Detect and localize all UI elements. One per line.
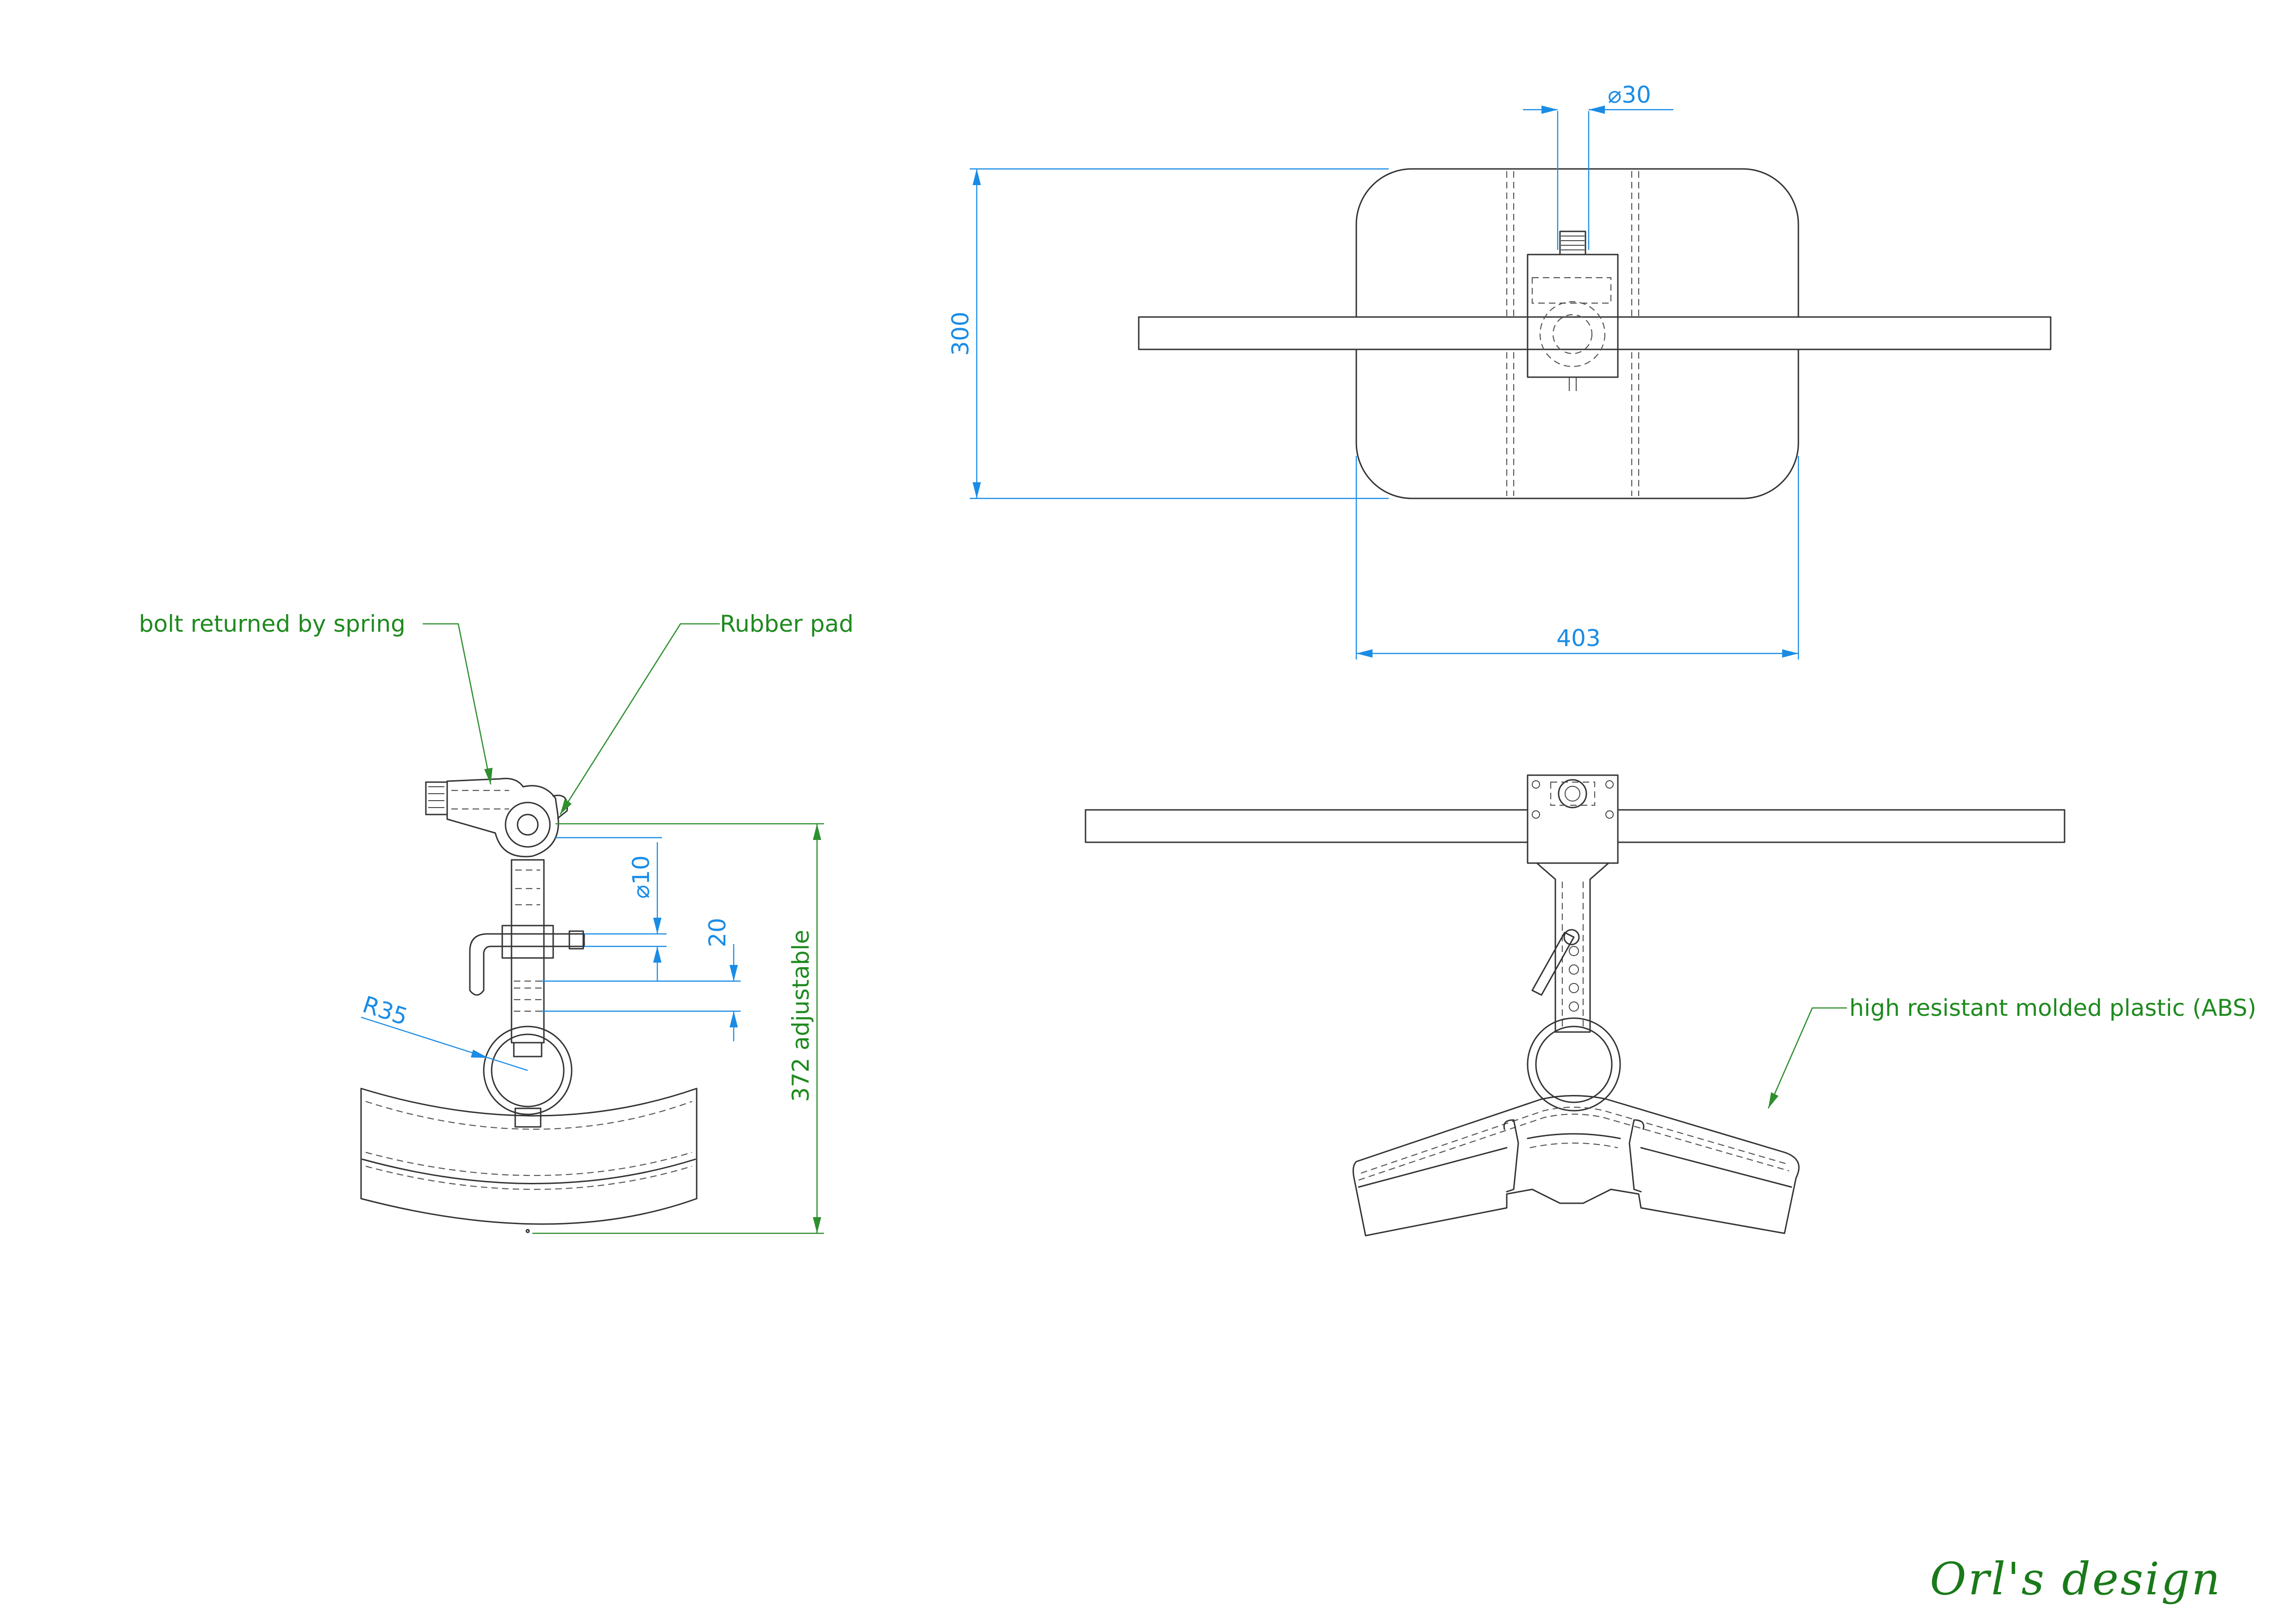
- front-view: high resistant molded plastic (ABS): [1085, 774, 2256, 1237]
- width-403-label: 403: [1556, 625, 1600, 652]
- headrest-pad-front: [1352, 1095, 1800, 1237]
- headrest-pad-side: [360, 1088, 698, 1225]
- diameter-10-label: ⌀10: [628, 855, 655, 899]
- bolt-annotation: bolt returned by spring: [139, 610, 406, 637]
- clamp-block-top: [1527, 254, 1619, 378]
- clamp-body-side: [446, 777, 559, 858]
- adjustable-372-label: 372 adjustable: [787, 930, 814, 1102]
- clamp-block-front: [1527, 774, 1619, 864]
- abs-annotation: high resistant molded plastic (ABS): [1849, 995, 2256, 1021]
- diameter-30-label: ⌀30: [1608, 81, 1651, 108]
- top-view: ⌀30 300 403: [947, 81, 2052, 659]
- ball-joint-front: [1527, 1017, 1621, 1112]
- side-view: ⌀10 20 R35 372 adjustable bolt returned …: [139, 610, 854, 1234]
- signature: Orl's design: [1930, 1553, 2222, 1605]
- rubber-pad-annotation: Rubber pad: [720, 610, 854, 637]
- height-300-label: 300: [947, 311, 974, 355]
- ball-joint-side: [483, 1026, 573, 1115]
- mounting-rod-top: [1138, 316, 2052, 350]
- pin-handle-side: [469, 933, 585, 996]
- post-side: [511, 859, 545, 1044]
- radius-35-label: R35: [359, 991, 411, 1031]
- pin-lever-front: [1531, 932, 1575, 996]
- arm-front: [1536, 862, 1610, 1033]
- dimension-20-label: 20: [704, 918, 731, 947]
